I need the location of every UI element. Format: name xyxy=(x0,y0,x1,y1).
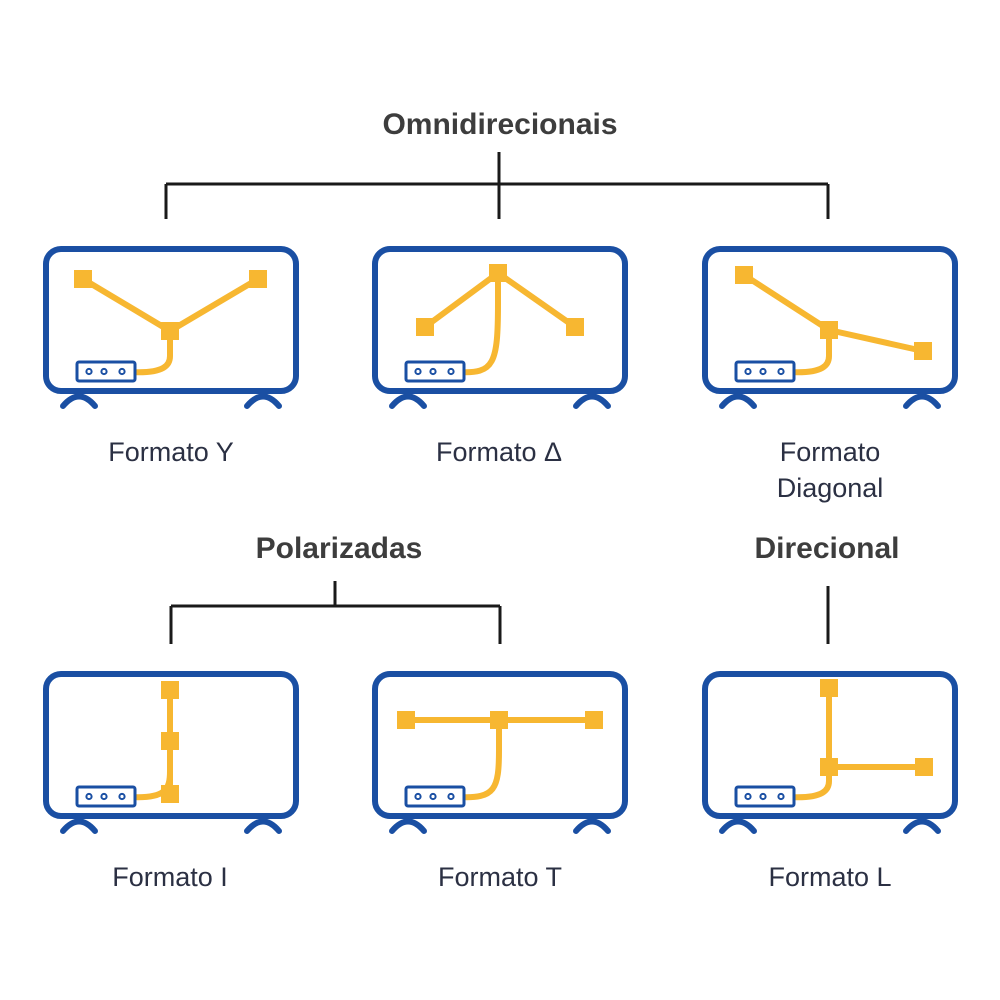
port-dot xyxy=(85,792,93,801)
t-shape-layout-icon xyxy=(372,671,628,834)
antenna-square xyxy=(397,711,415,729)
router-foot xyxy=(244,393,282,409)
router-foot xyxy=(903,818,941,834)
antenna-hub xyxy=(489,264,507,282)
antenna-line xyxy=(741,272,832,333)
i-shape-layout-icon xyxy=(43,671,299,834)
port-dot xyxy=(744,367,752,376)
port-dot xyxy=(777,367,785,376)
antenna-square xyxy=(915,758,933,776)
antenna-square xyxy=(566,318,584,336)
antenna-line xyxy=(422,270,501,330)
antenna-square xyxy=(161,681,179,699)
antenna-cable xyxy=(456,717,502,801)
delta-shape-layout-icon xyxy=(372,246,628,409)
antenna-line xyxy=(495,270,578,330)
port-dot xyxy=(744,792,752,801)
router-foot xyxy=(244,818,282,834)
l-shape-layout-icon xyxy=(702,671,958,834)
antenna-hub xyxy=(820,321,838,339)
router-foot xyxy=(60,818,98,834)
group-title-polarizadas: Polarizadas xyxy=(255,532,423,565)
port-dot xyxy=(414,367,422,376)
router-foot xyxy=(60,393,98,409)
antenna-hub xyxy=(161,732,179,750)
antenna-square xyxy=(74,270,92,288)
port-dot xyxy=(759,792,767,801)
port-dot xyxy=(429,367,437,376)
caption-y: Formato Y xyxy=(108,434,234,470)
port-dot xyxy=(447,367,455,376)
router-foot xyxy=(719,818,757,834)
router-frame xyxy=(43,246,299,394)
omni-bracket xyxy=(164,152,830,219)
router-foot xyxy=(389,818,427,834)
port-dot xyxy=(777,792,785,801)
router-foot xyxy=(903,393,941,409)
caption-line: Formato T xyxy=(437,862,563,892)
caption-line: Formato I xyxy=(112,862,228,892)
antenna-cable xyxy=(456,270,501,376)
port-dot xyxy=(85,367,93,376)
router-foot xyxy=(719,393,757,409)
caption-line: Formato L xyxy=(768,862,892,892)
antenna-cable xyxy=(786,327,832,376)
antenna-square xyxy=(820,679,838,697)
antenna-square xyxy=(914,342,932,360)
antenna-hub xyxy=(490,711,508,729)
antenna-hub xyxy=(820,758,838,776)
antenna-cable xyxy=(127,328,173,376)
antenna-square xyxy=(416,318,434,336)
port-dot xyxy=(118,367,126,376)
router-foot xyxy=(389,393,427,409)
antenna-line xyxy=(826,327,926,354)
router-foot xyxy=(573,818,611,834)
antenna-cable xyxy=(786,764,832,801)
router-foot xyxy=(573,393,611,409)
antenna-line xyxy=(167,276,261,334)
caption-delta: Formato Δ xyxy=(436,434,562,470)
antenna-square xyxy=(249,270,267,288)
caption-i: Formato I xyxy=(112,859,228,895)
router-frame xyxy=(702,246,958,394)
port-dot xyxy=(759,367,767,376)
port-dot xyxy=(429,792,437,801)
antenna-line xyxy=(80,276,173,334)
port-dot xyxy=(447,792,455,801)
caption-line: Formato Y xyxy=(108,437,234,467)
antenna-hub xyxy=(161,322,179,340)
caption-line: Formato Δ xyxy=(435,437,563,467)
y-shape-layout-icon xyxy=(43,246,299,409)
caption-line: Formato xyxy=(779,437,881,467)
antenna-square xyxy=(735,266,753,284)
port-dot xyxy=(414,792,422,801)
caption-line: Diagonal xyxy=(776,473,884,503)
polar-bracket xyxy=(169,581,502,644)
antenna-square xyxy=(585,711,603,729)
port-dot xyxy=(100,792,108,801)
group-title-omnidirecionais: Omnidirecionais xyxy=(382,108,618,141)
caption-l: Formato L xyxy=(768,859,891,895)
caption-t: Formato T xyxy=(438,859,562,895)
antenna-square xyxy=(161,785,179,803)
group-title-direcional: Direcional xyxy=(754,532,900,565)
port-dot xyxy=(100,367,108,376)
port-dot xyxy=(118,792,126,801)
diagonal-shape-layout-icon xyxy=(702,246,958,409)
